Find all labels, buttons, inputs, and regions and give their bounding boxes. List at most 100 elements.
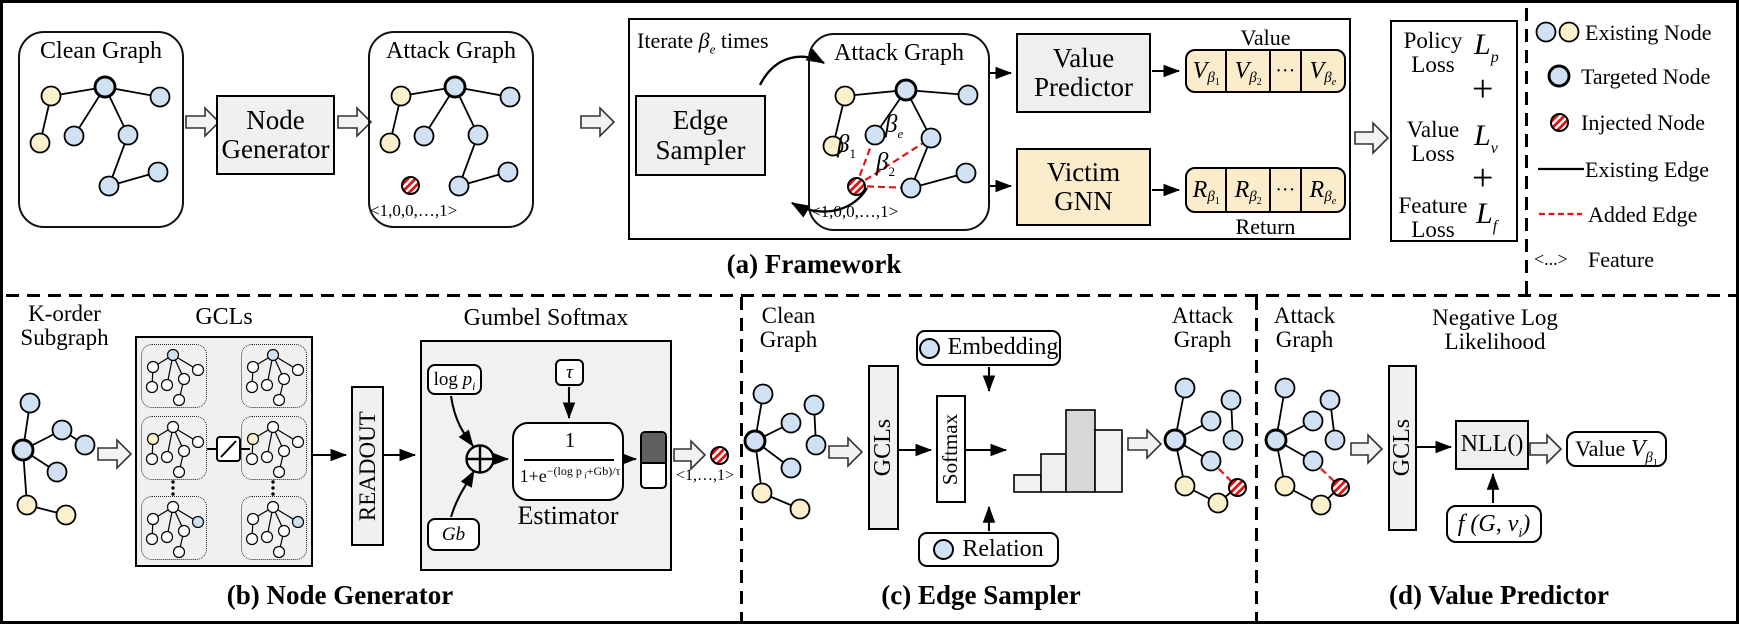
gcl-subgraph-frame	[241, 344, 307, 408]
sample-cells-box	[640, 431, 667, 489]
node-icon	[918, 337, 940, 359]
readout-box: READOUT	[351, 386, 384, 546]
legend-item-existing-node: Existing Node	[1585, 20, 1712, 45]
legend-icons	[1535, 21, 1584, 216]
existing-node-icon	[1558, 21, 1580, 43]
legend-item-added-edge: Added Edge	[1588, 202, 1698, 227]
node-generator-box: Node Generator	[216, 95, 335, 175]
gumbel-output-feature: <1,…,1>	[675, 467, 735, 484]
attack-graph-title-1: Attack Graph	[386, 38, 516, 64]
existing-node-icon	[1535, 21, 1557, 43]
injected-node-icon	[1228, 478, 1247, 497]
log-p-box: log ipi	[427, 364, 482, 395]
diagram-graphics	[11, 21, 1584, 559]
injected-node-icon	[1331, 478, 1350, 497]
value-loss-symbol: Lv	[1474, 119, 1498, 157]
gcls-box-c: GCLs	[868, 365, 899, 530]
plus-sign: +	[1472, 157, 1494, 199]
clean-graph-panel	[18, 31, 184, 228]
combine-icon	[207, 436, 250, 462]
plus-operator-icon	[465, 444, 495, 474]
gcl-subgraph-frame	[141, 344, 207, 408]
f-input-box: f (G, vi)	[1446, 505, 1542, 543]
attack-graph-title-2: Attack Graph	[834, 40, 964, 66]
clean-graph-c-svg	[743, 383, 827, 520]
value-array-label: Value	[1240, 25, 1291, 50]
feature-vector-2: <1,0,0,…,1>	[811, 202, 899, 221]
divider-b-c	[740, 297, 743, 621]
block-arrows	[97, 106, 1563, 471]
legend-item-targeted-node: Targeted Node	[1581, 64, 1711, 89]
injected-node-icon	[847, 177, 866, 196]
formula-numerator: 1	[564, 427, 576, 452]
injected-node-icon	[401, 176, 420, 195]
legend-item-injected-node: Injected Node	[1581, 110, 1705, 135]
estimator-box: 1 1+e−(log p i+Gb)/τ	[512, 422, 624, 501]
return-array-label: Return	[1235, 214, 1296, 239]
attack-graph-d-svg	[1264, 377, 1346, 516]
feature-icon: <...>	[1534, 249, 1568, 269]
injected-node-icon	[1550, 113, 1569, 132]
caption-value-predictor: (d) Value Predictor	[1389, 580, 1609, 610]
ellipsis-dots	[171, 480, 275, 496]
beta1-label: β1	[837, 131, 856, 161]
node-icon	[933, 539, 955, 560]
iterate-label: Iterate βe times	[637, 28, 769, 57]
caption-framework: (a) Framework	[726, 249, 902, 279]
legend-item-existing-edge: Existing Edge	[1585, 157, 1710, 182]
divider-c-d	[1255, 297, 1258, 621]
attack-graph-a2-svg	[822, 78, 979, 199]
embedding-box: Embedding	[916, 330, 1061, 366]
gumbel-softmax-title: Gumbel Softmax	[463, 305, 629, 331]
formula-denominator: 1+e−(log p i+Gb)/τ	[519, 463, 621, 486]
edge-sampler-box: Edge Sampler	[635, 95, 766, 176]
legend-item-feature: Feature	[1588, 247, 1654, 272]
fraction-bar	[524, 459, 614, 461]
nll-box: NLL()	[1455, 420, 1529, 470]
tau-box: τ	[555, 359, 584, 386]
feature-loss-symbol: Lf	[1476, 197, 1498, 235]
loop-arrow-top	[758, 48, 825, 86]
relation-box: Relation	[918, 532, 1059, 567]
gcl-subgraph-frame	[141, 496, 207, 560]
flow-arrows	[313, 48, 1500, 531]
injected-node-icon	[710, 446, 729, 465]
framework-box	[628, 18, 1351, 240]
gcls-minigraphs	[145, 348, 305, 559]
korder-subgraph-svg	[11, 392, 96, 526]
softmax-box: Softmax	[936, 395, 966, 503]
attack-graph-a1-svg	[379, 75, 521, 197]
targeted-node-icon	[1547, 64, 1571, 88]
estimator-label: Estimator	[517, 501, 619, 530]
caption-node-generator: (b) Node Generator	[226, 580, 454, 610]
betae-label: βe	[885, 111, 904, 141]
value-output-box: Value Vβ1	[1566, 431, 1667, 469]
victim-gnn-box: Victim GNN	[1016, 148, 1151, 226]
clean-graph-title: Clean Graph	[40, 38, 162, 64]
feature-vector-1: <1,0,0,…,1>	[370, 201, 458, 220]
value-predictor-box: Value Predictor	[1016, 33, 1151, 113]
selected-cell	[642, 433, 665, 464]
policy-loss-symbol: Lp	[1474, 28, 1499, 66]
gcls-label-b: GCLs	[195, 304, 253, 330]
attack-graph-panel-2	[808, 33, 990, 231]
attack-graph-c-svg	[1163, 377, 1244, 514]
softmax-histogram	[1013, 409, 1123, 493]
plus-sign: +	[1472, 68, 1494, 110]
